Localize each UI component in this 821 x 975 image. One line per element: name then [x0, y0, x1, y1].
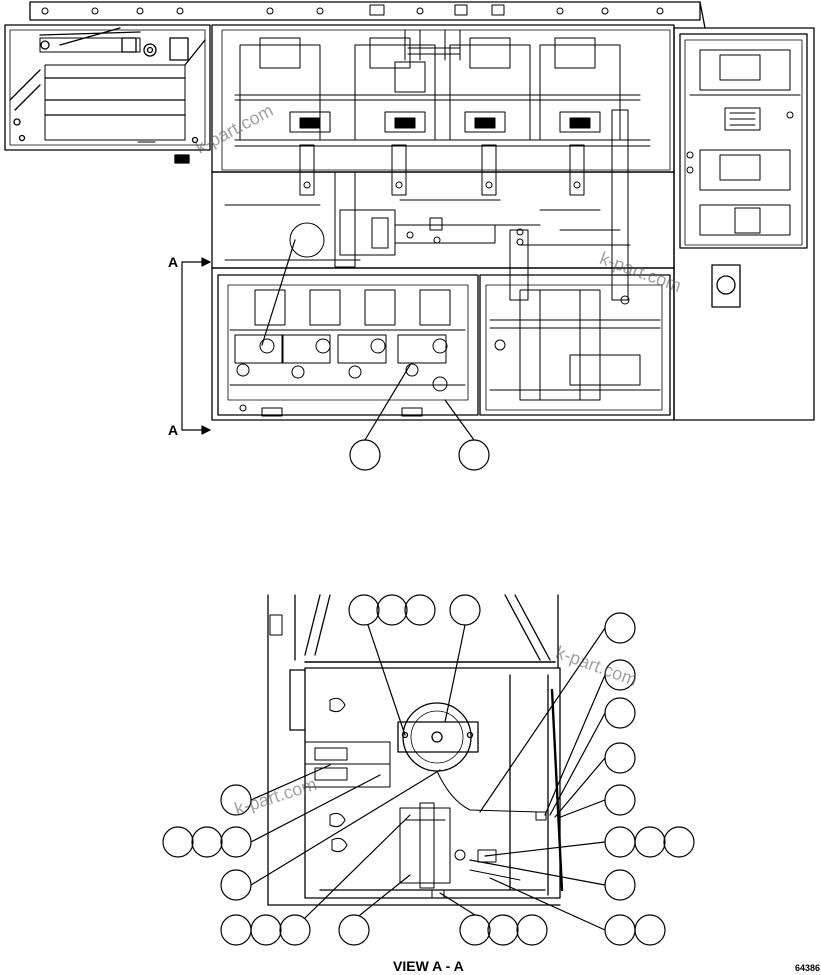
lower-left-cabinet: [217, 274, 479, 417]
bus-drops: [299, 109, 629, 301]
view-caption: VIEW A - A: [393, 958, 464, 974]
view-motor: [397, 702, 541, 813]
top-rail: [29, 1, 701, 21]
callout-balloon: [376, 594, 408, 626]
right-panel: [673, 27, 815, 421]
figure-number: 64386: [795, 963, 821, 973]
callout-balloon: [279, 914, 311, 946]
lower-right-cabinet: [479, 274, 671, 416]
callout-balloon: [191, 826, 223, 858]
callout-balloon: [404, 594, 436, 626]
rail-holes: [41, 4, 664, 16]
callout-balloon: [220, 826, 252, 858]
main-enclosure: [181, 24, 675, 435]
callout-balloon: [604, 914, 636, 946]
callout-balloon: [516, 914, 548, 946]
section-label-bottom: A: [168, 422, 179, 438]
callout-balloon: [449, 594, 481, 626]
callout-balloon: [604, 697, 636, 729]
callout-balloon: [634, 826, 666, 858]
section-arrows: [181, 257, 211, 435]
callout-balloon: [604, 869, 636, 901]
callout-balloon: [604, 784, 636, 816]
callouts-view: [162, 594, 695, 946]
top-assembly: [4, 1, 815, 471]
callout-balloon: [487, 914, 519, 946]
callout-balloon: [458, 439, 490, 471]
view-a-a: [162, 594, 695, 946]
callout-balloon: [348, 594, 380, 626]
callout-balloon: [604, 826, 636, 858]
callout-balloon: [634, 914, 666, 946]
callout-balloon: [338, 914, 370, 946]
middle-shelf: [224, 199, 631, 261]
callouts-top: [261, 239, 490, 471]
callout-balloon: [220, 869, 252, 901]
callout-balloon: [663, 826, 695, 858]
callout-balloon: [220, 914, 252, 946]
callout-balloon: [604, 612, 636, 644]
callout-balloon: [459, 914, 491, 946]
switch-modules: [234, 29, 651, 147]
callout-balloon: [604, 742, 636, 774]
callout-balloon: [162, 826, 194, 858]
section-label-top: A: [168, 254, 179, 270]
callout-balloon: [250, 914, 282, 946]
left-compartment: [4, 24, 211, 164]
callout-balloon: [349, 439, 381, 471]
